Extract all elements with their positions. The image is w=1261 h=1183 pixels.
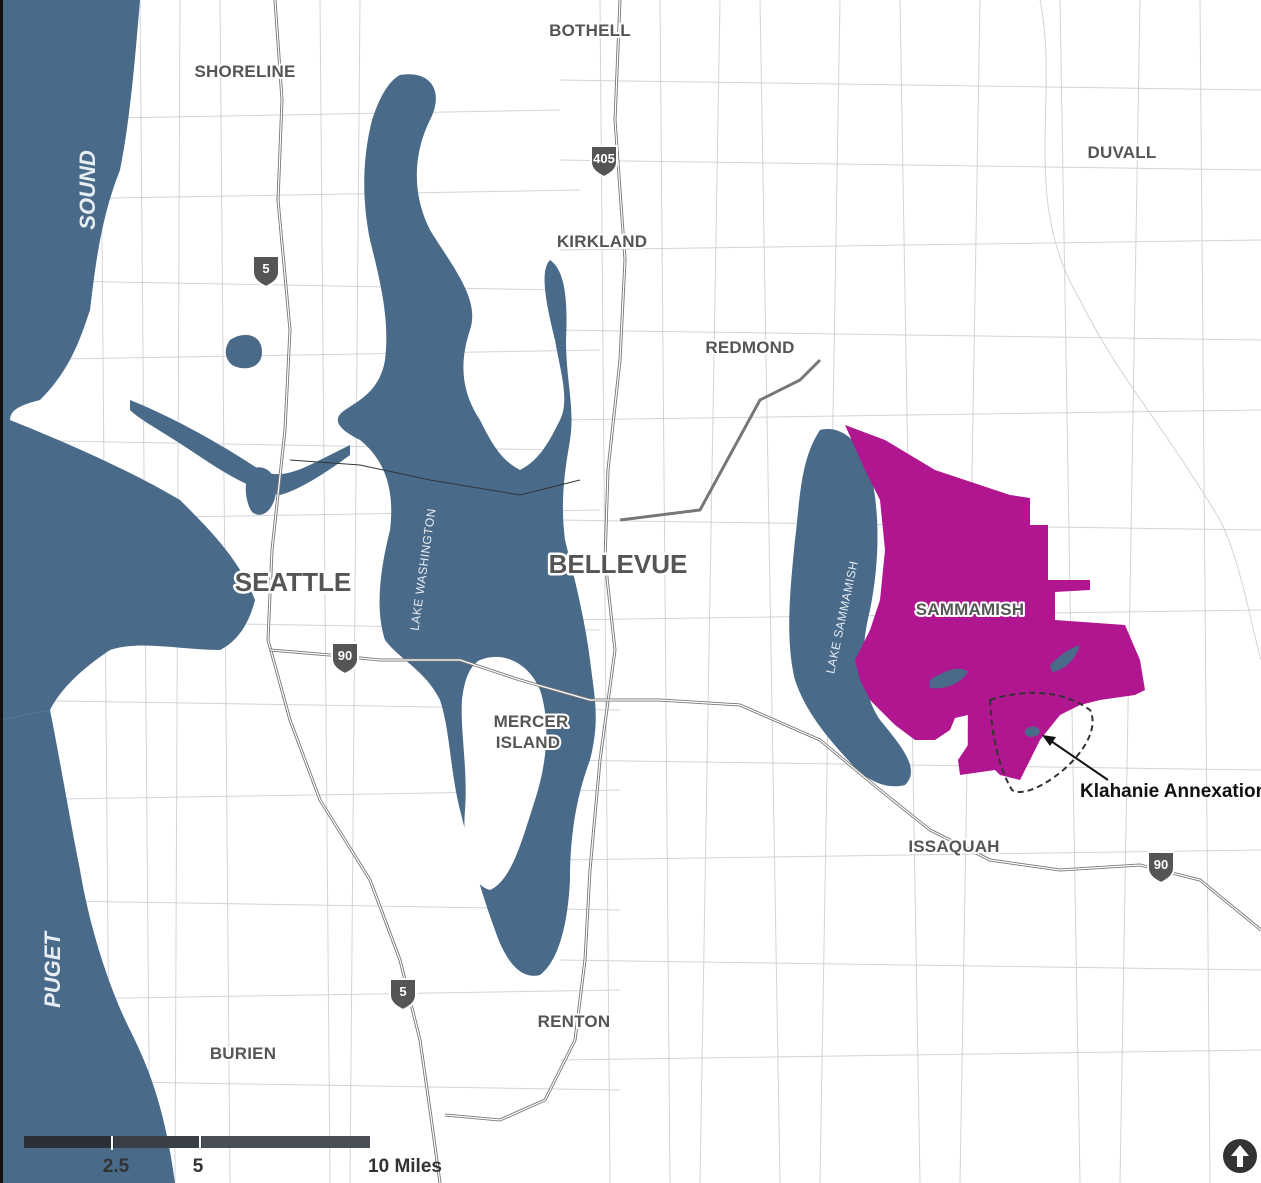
city-label-sammamish: SAMMAMISH	[916, 600, 1025, 619]
city-label-mercer: MERCER	[494, 712, 569, 731]
highway-shield-5-north: 5	[252, 255, 280, 289]
highway-number: 5	[399, 984, 406, 999]
city-label-issaquah: ISSAQUAH	[908, 837, 999, 856]
sammamish-city-area	[845, 425, 1145, 780]
highway-shield-90-west: 90	[331, 642, 359, 676]
city-label-renton: RENTON	[538, 1012, 611, 1031]
sammamish-small-lake-2	[1050, 645, 1080, 672]
scale-label: 5	[193, 1156, 204, 1177]
highway-shield-90-east: 90	[1147, 851, 1175, 885]
lake-sammamish-water	[789, 429, 911, 787]
mercer-island-land	[461, 656, 547, 890]
lake-union-water	[245, 467, 277, 515]
map-frame-edge	[0, 0, 3, 1183]
scale-bar-segment	[114, 1136, 202, 1148]
south-sound-water	[0, 710, 175, 1183]
north-arrow-icon	[1223, 1139, 1257, 1173]
city-label-bothell: BOTHELL	[549, 21, 631, 40]
city-label-kirkland: KIRKLAND	[557, 232, 647, 251]
scale-bar-segment	[24, 1136, 114, 1148]
highway-lines	[266, 0, 1261, 1183]
callout-leader-line	[1047, 738, 1109, 781]
city-label-redmond: REDMOND	[705, 338, 794, 357]
puget-label: PUGET	[40, 931, 65, 1008]
ship-canal-water	[130, 400, 350, 495]
callout-arrowhead	[1042, 735, 1056, 746]
klahanie-annexation-label: Klahanie Annexation	[1080, 781, 1261, 802]
klahanie-lake	[1025, 726, 1040, 737]
city-label-seattle: SEATTLE	[235, 567, 352, 597]
scale-bar-segment	[202, 1136, 370, 1148]
city-label-burien: BURIEN	[210, 1044, 276, 1063]
scale-label: 10 Miles	[368, 1156, 442, 1177]
city-label-shoreline: SHORELINE	[195, 62, 296, 81]
highway-shield-5-south: 5	[389, 978, 417, 1012]
highway-number: 90	[338, 648, 352, 663]
sammamish-small-lake	[930, 668, 968, 689]
highway-shield-405: 405	[590, 145, 618, 179]
scale-label: 2.5	[103, 1156, 130, 1177]
city-label-duvall: DUVALL	[1088, 143, 1157, 162]
highway-number: 90	[1154, 857, 1168, 872]
city-label-bellevue: BELLEVUE	[549, 549, 688, 579]
klahanie-annexation-boundary	[988, 691, 1094, 793]
elliott-bay-water	[0, 420, 255, 720]
city-label-island: ISLAND	[496, 733, 560, 752]
highway-number: 405	[593, 151, 615, 166]
puget-sound-water	[0, 0, 140, 420]
green-lake-water	[225, 334, 262, 369]
highway-number: 5	[262, 261, 269, 276]
scale-bar: 2.5 5 10 Miles	[24, 1136, 442, 1177]
sound-label: SOUND	[75, 150, 100, 230]
